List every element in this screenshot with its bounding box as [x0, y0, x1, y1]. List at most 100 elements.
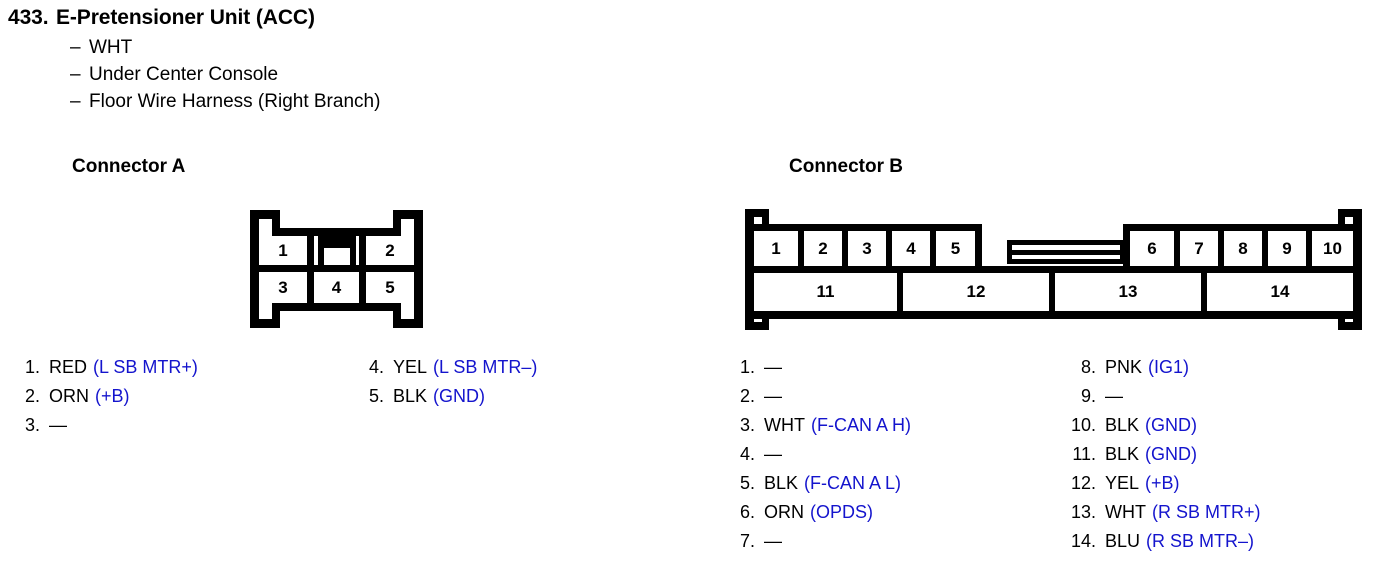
connector-a-outline-notch-step	[393, 210, 401, 232]
connector-a-outline-top	[250, 210, 278, 219]
connector-b-pin-list-left: 1. — 2. — 3. WHT (F-CAN A H) 4. — 5. BLK…	[733, 353, 911, 556]
pin-number: 10.	[1070, 415, 1096, 435]
pin-number: 14.	[1070, 531, 1096, 551]
pin-number: 3.	[24, 415, 40, 435]
pin-row: 13. WHT (R SB MTR+)	[1064, 498, 1261, 527]
pin-number: 12.	[1070, 473, 1096, 493]
connector-b-cell-divider	[798, 231, 804, 273]
pin-row: 4. —	[733, 440, 911, 469]
pin-signal-name: (GND)	[1145, 444, 1198, 464]
pin-wire-color: —	[764, 531, 782, 551]
pin-row: 9. —	[1064, 382, 1261, 411]
connector-a-row-divider	[250, 265, 423, 272]
connector-a-cell-divider	[307, 265, 314, 311]
pin-wire-color: ORN	[49, 386, 89, 406]
connector-b-pin-cell-13: 13	[1055, 273, 1201, 311]
pin-row: 1. RED (L SB MTR+)	[18, 353, 198, 382]
connector-a-cell-divider	[307, 228, 314, 272]
connector-b-pin-cell-3: 3	[848, 231, 886, 266]
pin-row: 12. YEL (+B)	[1064, 469, 1261, 498]
connector-b-bank-wall	[1123, 224, 1130, 272]
connector-b-cell-divider	[1218, 231, 1224, 273]
pin-number: 7.	[739, 531, 755, 551]
connector-b-latch-outline	[1007, 259, 1125, 264]
connector-b-pin-cell-9: 9	[1268, 231, 1306, 266]
connector-b-cell-divider	[930, 231, 936, 273]
pin-signal-name: (F-CAN A L)	[804, 473, 902, 493]
header-detail-item: – Under Center Console	[70, 61, 380, 88]
pin-number: 3.	[739, 415, 755, 435]
connector-b-pin-cell-2: 2	[804, 231, 842, 266]
pin-signal-name: (OPDS)	[810, 502, 873, 522]
connector-b-outline-notch-step	[1338, 311, 1345, 330]
pin-wire-color: WHT	[1105, 502, 1146, 522]
connector-a-center-tab-wall	[350, 248, 356, 269]
page-title: 433. E-Pretensioner Unit (ACC)	[8, 6, 380, 30]
pin-wire-color: BLK	[764, 473, 799, 493]
connector-a-pin-cell-1: 1	[259, 236, 307, 265]
connector-b-outline-notch-step	[762, 209, 769, 228]
pin-wire-color: ORN	[764, 502, 804, 522]
connector-b-bank-wall	[975, 224, 982, 272]
header-detail-label: WHT	[89, 37, 133, 58]
connector-b-latch-outline	[1120, 240, 1125, 264]
pin-wire-color: —	[1105, 386, 1123, 406]
pin-wire-color: BLK	[393, 386, 428, 406]
pin-number: 8.	[1080, 357, 1096, 377]
connector-b-latch-divider	[1007, 250, 1125, 255]
pin-number: 4.	[368, 357, 384, 377]
connector-b-pin-cell-14: 14	[1207, 273, 1353, 311]
connector-a-cell-divider	[359, 265, 366, 311]
connector-b-outline-bottom	[1338, 322, 1362, 330]
pin-row: 2. —	[733, 382, 911, 411]
connector-a-pin-list-right: 4. YEL (L SB MTR–) 5. BLK (GND)	[362, 353, 537, 411]
connector-b-pin-cell-11: 11	[754, 273, 897, 311]
connector-a-pin-cell-3: 3	[259, 272, 307, 303]
connector-b-diagram: 1 2 3 4 5 6 7 8 9 10 11 12 13 14	[745, 209, 1362, 330]
list-dash: –	[70, 37, 81, 58]
connector-b-pin-cell-12: 12	[903, 273, 1049, 311]
connector-a-outline-notch-step	[272, 210, 280, 232]
pin-wire-color: YEL	[393, 357, 428, 377]
connector-a-pin-cell-5: 5	[366, 272, 414, 303]
pin-number: 2.	[739, 386, 755, 406]
pin-wire-color: —	[764, 444, 782, 464]
connector-b-pin-cell-7: 7	[1180, 231, 1218, 266]
connector-b-cell-divider	[897, 266, 903, 315]
pin-number: 11.	[1072, 444, 1096, 464]
pin-signal-name: (R SB MTR+)	[1151, 502, 1261, 522]
pin-signal-name: (IG1)	[1148, 357, 1190, 377]
pin-row: 3. WHT (F-CAN A H)	[733, 411, 911, 440]
connector-b-outline-notch-step	[762, 311, 769, 330]
connector-a-outline-notch-step	[393, 303, 401, 328]
connector-b-outline-notch-step	[1338, 209, 1345, 228]
connector-a-diagram: 1 2 3 4 5	[250, 210, 423, 328]
pin-wire-color: BLU	[1105, 531, 1141, 551]
connector-b-outline-bottom	[745, 322, 769, 330]
connector-b-cell-divider	[1306, 231, 1312, 273]
connector-a-outline-top	[395, 210, 423, 219]
pin-row: 3. —	[18, 411, 198, 440]
pin-wire-color: —	[764, 386, 782, 406]
pin-number: 5.	[368, 386, 384, 406]
pin-row: 14. BLU (R SB MTR–)	[1064, 527, 1261, 556]
pin-signal-name: (GND)	[433, 386, 486, 406]
connector-b-pin-cell-8: 8	[1224, 231, 1262, 266]
pin-wire-color: PNK	[1105, 357, 1143, 377]
pin-row: 8. PNK (IG1)	[1064, 353, 1261, 382]
pin-number: 1.	[739, 357, 755, 377]
connector-b-outline-top	[745, 209, 769, 217]
connector-b-cell-divider	[1201, 266, 1207, 315]
connector-b-cell-divider	[1049, 266, 1055, 315]
connector-b-cell-divider	[842, 231, 848, 273]
header-detail-label: Floor Wire Harness (Right Branch)	[89, 91, 381, 112]
connector-b-latch-outline	[1007, 240, 1012, 264]
pin-wire-color: —	[764, 357, 782, 377]
pin-signal-name: (+B)	[95, 386, 130, 406]
pin-wire-color: WHT	[764, 415, 805, 435]
pin-number: 4.	[739, 444, 755, 464]
pin-number: 13.	[1070, 502, 1096, 522]
connector-b-pin-list-right: 8. PNK (IG1) 9. — 10. BLK (GND) 11. BLK …	[1064, 353, 1261, 556]
pin-signal-name: (R SB MTR–)	[1146, 531, 1255, 551]
connector-a-pin-list-left: 1. RED (L SB MTR+) 2. ORN (+B) 3. —	[18, 353, 198, 440]
